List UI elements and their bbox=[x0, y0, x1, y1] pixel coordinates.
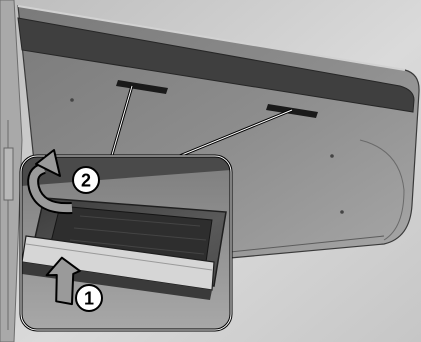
hinge bbox=[4, 148, 13, 200]
step-number-2: 2 bbox=[81, 171, 91, 191]
step-badge-2: 2 bbox=[73, 167, 99, 193]
step-badge-1: 1 bbox=[76, 285, 102, 311]
step-number-1: 1 bbox=[84, 289, 94, 309]
detail-callout bbox=[21, 156, 231, 330]
